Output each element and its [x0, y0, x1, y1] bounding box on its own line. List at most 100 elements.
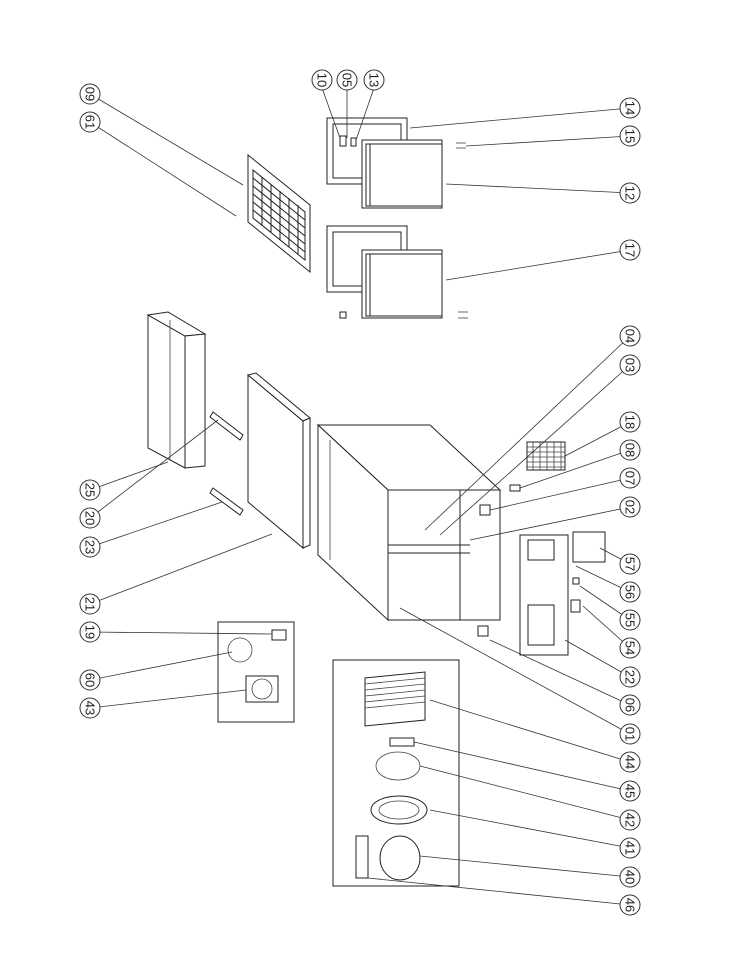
callout-label: 18 — [623, 415, 638, 429]
callout-55: 55 — [619, 609, 641, 631]
hinge-07 — [479, 504, 491, 516]
callout-circle — [363, 69, 385, 91]
callout-circle — [619, 609, 641, 631]
callout-circle — [619, 97, 641, 119]
callout-14: 14 — [619, 97, 641, 119]
callout-label: 56 — [623, 585, 638, 599]
control-panel — [519, 531, 606, 656]
fan-assembly — [217, 621, 295, 723]
callout-56: 56 — [619, 581, 641, 603]
callout-label: 04 — [623, 329, 638, 343]
plug-08 — [509, 484, 521, 492]
callout-label: 15 — [623, 129, 638, 143]
callout-label: 22 — [623, 670, 638, 684]
callout-label: 05 — [340, 73, 355, 87]
callout-circle — [619, 780, 641, 802]
callout-12: 12 — [619, 182, 641, 204]
callout-circle — [336, 69, 358, 91]
callout-13: 13 — [363, 69, 385, 91]
callout-43: 43 — [79, 697, 101, 719]
callout-40: 40 — [619, 866, 641, 888]
callout-circle — [79, 536, 101, 558]
callout-45: 45 — [619, 780, 641, 802]
callout-circle — [619, 666, 641, 688]
callout-circle — [79, 479, 101, 501]
callout-circle — [619, 894, 641, 916]
callout-label: 12 — [623, 186, 638, 200]
callout-circle — [619, 581, 641, 603]
callout-circle — [619, 496, 641, 518]
callout-label: 40 — [623, 870, 638, 884]
callout-label: 45 — [623, 784, 638, 798]
callout-09: 09 — [79, 83, 101, 105]
callout-57: 57 — [619, 553, 641, 575]
upper-door-assembly — [326, 117, 466, 209]
callout-circle — [619, 354, 641, 376]
lower-door-assembly — [326, 225, 468, 319]
callout-circle — [619, 182, 641, 204]
worktop — [246, 372, 311, 550]
callout-21: 21 — [79, 593, 101, 615]
filter-grid — [526, 441, 566, 471]
callout-circle — [79, 697, 101, 719]
callout-23: 23 — [79, 536, 101, 558]
callout-06: 06 — [619, 694, 641, 716]
callout-circle — [79, 507, 101, 529]
callout-circle — [79, 83, 101, 105]
callout-label: 60 — [83, 673, 98, 687]
callout-60: 60 — [79, 669, 101, 691]
callout-circle — [619, 866, 641, 888]
callout-label: 07 — [623, 471, 638, 485]
callout-circle — [619, 125, 641, 147]
callout-circle — [79, 669, 101, 691]
callout-label: 17 — [623, 243, 638, 257]
callout-02: 02 — [619, 496, 641, 518]
callout-label: 20 — [83, 511, 98, 525]
callout-03: 03 — [619, 354, 641, 376]
callout-22: 22 — [619, 666, 641, 688]
callout-circle — [619, 239, 641, 261]
callout-44: 44 — [619, 751, 641, 773]
callout-41: 41 — [619, 837, 641, 859]
cooling-unit — [332, 659, 460, 887]
callout-18: 18 — [619, 411, 641, 433]
callout-label: 46 — [623, 898, 638, 912]
callout-circle — [619, 553, 641, 575]
top-panel — [146, 311, 207, 469]
callout-label: 57 — [623, 557, 638, 571]
callout-label: 41 — [623, 841, 638, 855]
part-callouts: 09 61 10 05 13 14 15 12 17 04 03 18 08 07 02 57 56 55 54 22… — [79, 69, 641, 916]
hinge-06 — [477, 625, 489, 637]
callout-circle — [619, 439, 641, 461]
callout-label: 02 — [623, 500, 638, 514]
callout-label: 55 — [623, 613, 638, 627]
callout-circle — [79, 621, 101, 643]
cabinet-body — [316, 423, 502, 622]
callout-54: 54 — [619, 637, 641, 659]
callout-25: 25 — [79, 479, 101, 501]
callout-label: 03 — [623, 358, 638, 372]
callout-42: 42 — [619, 809, 641, 831]
callout-46: 46 — [619, 894, 641, 916]
callout-08: 08 — [619, 439, 641, 461]
callout-circle — [619, 467, 641, 489]
callout-circle — [79, 111, 101, 133]
grille-panel — [247, 153, 311, 274]
callout-10: 10 — [311, 69, 333, 91]
callout-circle — [619, 325, 641, 347]
callout-label: 21 — [83, 597, 98, 611]
callout-label: 01 — [623, 727, 638, 741]
rails — [209, 411, 244, 516]
callout-61: 61 — [79, 111, 101, 133]
callout-17: 17 — [619, 239, 641, 261]
callout-circle — [79, 593, 101, 615]
callout-05: 05 — [336, 69, 358, 91]
callout-label: 23 — [83, 540, 98, 554]
callout-label: 19 — [83, 625, 98, 639]
callout-label: 08 — [623, 443, 638, 457]
callout-label: 61 — [83, 115, 98, 129]
callout-label: 09 — [83, 87, 98, 101]
callout-20: 20 — [79, 507, 101, 529]
callout-label: 10 — [315, 73, 330, 87]
